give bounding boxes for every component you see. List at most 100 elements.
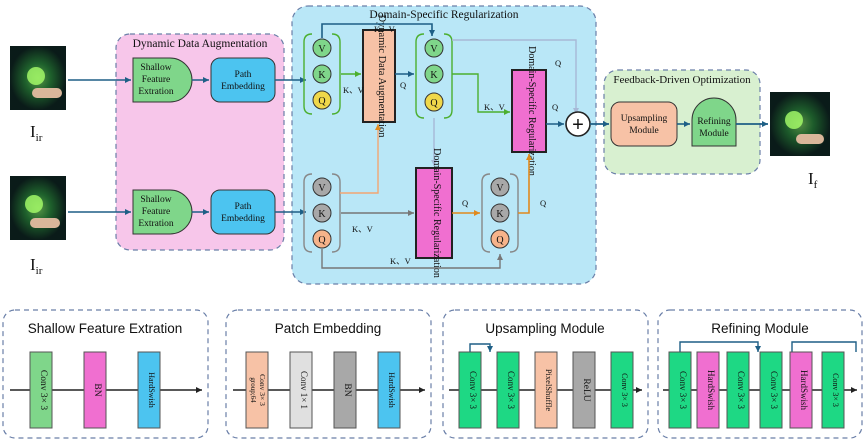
k-circle-2 (424, 64, 444, 84)
panel-ref-conv1 (668, 351, 692, 429)
edge-kv-bottom: K、V (390, 256, 412, 266)
v-circle-1 (312, 38, 332, 58)
upsampling-label-2: Module (629, 126, 659, 136)
k-circle-4 (490, 203, 510, 223)
q-circle-3 (312, 229, 332, 249)
input-image-top (10, 46, 66, 110)
panel-ref-conv3-label: Conv 3× 3 (769, 371, 779, 410)
dsr-block-mid-label: Domain-Specific Regularization (431, 148, 442, 278)
v-label-4: V (496, 183, 504, 194)
panel-up-pixelshuffle (534, 351, 558, 429)
v-circle-4 (490, 177, 510, 197)
arrow-qkv2-top-q (452, 39, 579, 114)
shallow-label-top-1: Shallow (140, 63, 171, 73)
panel-ref-hs2 (789, 351, 813, 429)
panel-shallow-hs-label: HardSwish (147, 372, 156, 408)
panel-shallow-hs (137, 351, 161, 429)
k-circle-3 (312, 203, 332, 223)
q-label-2: Q (430, 98, 438, 109)
panel-shallow-bn-label: BN (92, 383, 102, 396)
shallow-label-bottom-3: Extration (138, 219, 174, 229)
upsampling-label-1: Upsampling (621, 114, 668, 124)
refining-label-1: Refining (697, 116, 730, 127)
panel-up-pixelshuffle-label: PixelShuffle (544, 369, 554, 412)
panel-shallow-conv-label: Conv 3× 3 (38, 370, 48, 410)
panel-up-conv3-label: Conv 3× 3 (620, 373, 629, 407)
panel-shallow-title: Shallow Feature Extration (28, 321, 183, 336)
shallow-label-bottom-1: Shallow (140, 195, 171, 205)
panel-ref-conv4 (821, 351, 845, 429)
panel-patch-title: Patch Embedding (275, 321, 382, 336)
dsr-block-right (511, 69, 547, 153)
shallow-box-top (132, 57, 193, 103)
q-label-1: Q (318, 96, 326, 107)
bracket-qkv1 (303, 33, 341, 115)
k-label-3: K (318, 209, 326, 220)
dda-title: Dynamic Data Augmentation (133, 38, 268, 50)
refining-block (691, 97, 737, 147)
path-embed-box-top (210, 57, 276, 103)
bracket-qkv3 (303, 173, 341, 253)
panel-up-relu-label: ReLU (581, 378, 591, 401)
panel-up-relu (572, 351, 596, 429)
panel-patch-conv1 (289, 351, 313, 429)
edge-q-top-right: Q (555, 58, 561, 68)
panel-ref-hs2-label: HardSwish (799, 370, 809, 410)
refining-label-2: Module (699, 129, 729, 139)
panel-patch-group-label: group;64 (249, 377, 257, 403)
k-label-4: K (496, 209, 504, 220)
panel-ref-hs1 (696, 351, 720, 429)
q-label-3: Q (318, 235, 326, 246)
path-label-bottom-1: Path (235, 202, 252, 212)
input-label-bottom: Iir (30, 255, 43, 277)
panel-ref-conv2 (726, 351, 750, 429)
edge-kv-top: K、V (374, 24, 396, 34)
panel-up-conv3 (610, 351, 634, 429)
shallow-label-top-3: Extration (138, 87, 174, 97)
panel-up-conv2 (496, 351, 520, 429)
panel-ref-conv2-label: Conv 3× 3 (736, 371, 746, 410)
dsr-block-right-label: Domain-Specific Regularization (526, 46, 537, 176)
path-label-bottom-2: Embedding (221, 214, 265, 224)
input-image-bottom (10, 176, 66, 240)
arrow-qkv2-dsr (452, 73, 510, 115)
k-label-2: K (430, 70, 438, 81)
k-circle-1 (312, 64, 332, 84)
v-label-3: V (318, 183, 326, 194)
path-label-top-1: Path (235, 70, 252, 80)
arrow-qkv4-dsr-right (518, 154, 532, 214)
panel-ref-conv1-label: Conv 3× 3 (678, 371, 688, 410)
panel-patch-conv-label: Conv 3× 3 (258, 374, 267, 406)
shallow-label-bottom-2: Feature (142, 207, 171, 217)
sum-symbol: + (572, 114, 584, 136)
panel-shallow-conv (29, 351, 53, 429)
panel-ref-hs1-label: HardSwish (706, 370, 716, 410)
panel-patch-conv-group (245, 351, 269, 429)
dsr-title: Domain-Specific Regularization (369, 9, 518, 21)
panel-refining-skip-1 (679, 341, 761, 352)
arrow-qkv3-qkv4-bottom (321, 249, 503, 269)
output-image (770, 92, 830, 156)
shallow-box-bottom (132, 189, 193, 235)
panel-shallow-bn (83, 351, 107, 429)
v-label-2: V (430, 44, 438, 55)
panel-ref-conv3 (759, 351, 783, 429)
edge-q-1: Q (400, 80, 406, 90)
upsampling-block (610, 101, 678, 147)
panel-patch-bn (333, 351, 357, 429)
panel-patch-conv1-label: Conv 1× 1 (299, 371, 309, 409)
edge-kv-mid: K、V (343, 85, 365, 95)
edge-q-bottom-right: Q (540, 198, 546, 208)
q-circle-1 (312, 90, 332, 110)
k-label-1: K (318, 70, 326, 81)
v-label-1: V (318, 44, 326, 55)
panel-upsampling-title: Upsampling Module (485, 321, 604, 336)
path-label-top-2: Embedding (221, 82, 265, 92)
panel-up-conv1-label: Conv 3× 3 (468, 371, 478, 410)
panel-patch-hs (377, 351, 401, 429)
path-embed-box-bottom (210, 189, 276, 235)
fdo-title: Feedback-Driven Optimization (613, 74, 751, 86)
panel-up-conv2-label: Conv 3× 3 (506, 371, 516, 410)
panel-refining-title: Refining Module (711, 321, 809, 336)
